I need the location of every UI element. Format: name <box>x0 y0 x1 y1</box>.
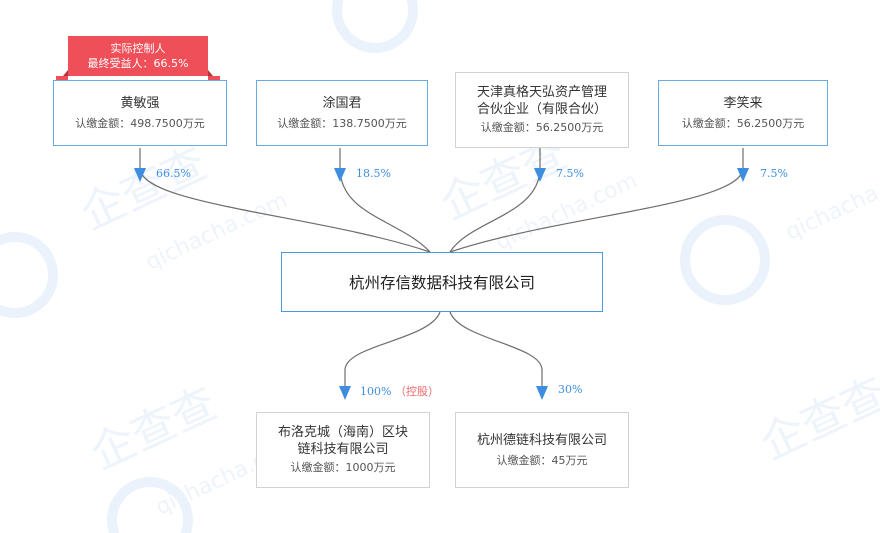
arrow-shareholder-1 <box>134 168 146 182</box>
shareholder-box-3[interactable]: 天津真格天弘资产管理 合伙企业（有限合伙） 认缴金额：56.2500万元 <box>455 72 629 148</box>
company-box[interactable]: 杭州存信数据科技有限公司 <box>281 252 603 312</box>
connector-investment-1 <box>344 311 441 398</box>
controller-tag-benefit: 最终受益人：66.5% <box>87 57 189 70</box>
arrow-shareholder-2 <box>334 168 346 182</box>
investment-name-line2: 链科技有限公司 <box>297 442 389 457</box>
shareholder-name: 涂国君 <box>322 95 362 111</box>
shareholder-box-2[interactable]: 涂国君 认缴金额：138.7500万元 <box>256 80 428 146</box>
controller-tag-fold-right <box>208 70 213 76</box>
arrow-shareholder-4 <box>737 168 749 182</box>
shareholder-name: 黄敏强 <box>120 95 160 111</box>
shareholder-name-line1: 天津真格天弘资产管理 <box>476 85 607 100</box>
investment-amount: 认缴金额：1000万元 <box>290 461 396 474</box>
shareholder-amount: 认缴金额：138.7500万元 <box>277 116 407 130</box>
shareholder-percent-3: 7.5% <box>556 167 584 180</box>
shareholder-percent-1: 66.5% <box>156 167 191 180</box>
company-name: 杭州存信数据科技有限公司 <box>348 274 535 292</box>
arrow-investment-1 <box>339 386 351 400</box>
connector-shareholder-4 <box>449 148 744 253</box>
controller-tag-fold-left <box>63 70 68 76</box>
investment-box-2[interactable]: 杭州德链科技有限公司 认缴金额：45万元 <box>455 412 629 488</box>
investment-amount: 认缴金额：45万元 <box>496 453 588 467</box>
shareholder-percent-2: 18.5% <box>356 167 391 180</box>
shareholder-box-4[interactable]: 李笑来 认缴金额：56.2500万元 <box>658 80 828 146</box>
investment-name-line1: 布洛克城（海南）区块 <box>277 425 408 440</box>
investment-name: 杭州德链科技有限公司 <box>476 432 607 448</box>
connector-shareholder-2 <box>339 148 431 253</box>
shareholder-amount: 认缴金额：56.2500万元 <box>480 121 604 134</box>
investment-percent-value: 100% <box>360 385 392 398</box>
shareholder-percent-4: 7.5% <box>760 167 788 180</box>
investment-percent-2: 30% <box>558 383 583 396</box>
investment-percent-1: 100% （控股） <box>360 383 439 399</box>
shareholder-amount: 认缴金额：56.2500万元 <box>681 116 805 130</box>
shareholder-box-1[interactable]: 黄敏强 认缴金额：498.7500万元 <box>53 80 227 146</box>
controller-tag-title: 实际控制人 <box>110 42 166 55</box>
connector-shareholder-3 <box>449 148 541 253</box>
investment-box-1[interactable]: 布洛克城（海南）区块 链科技有限公司 认缴金额：1000万元 <box>256 412 430 488</box>
shareholder-amount: 认缴金额：498.7500万元 <box>75 116 205 130</box>
controller-tag: 实际控制人 最终受益人：66.5% <box>68 36 208 76</box>
connector-shareholder-1 <box>139 148 431 253</box>
arrow-shareholder-3 <box>534 168 546 182</box>
shareholder-name-line2: 合伙企业（有限合伙） <box>476 102 607 117</box>
arrow-investment-2 <box>536 386 548 400</box>
shareholder-name: 李笑来 <box>723 95 763 111</box>
connector-investment-2 <box>449 311 543 398</box>
investment-control-label: （控股） <box>394 385 439 398</box>
